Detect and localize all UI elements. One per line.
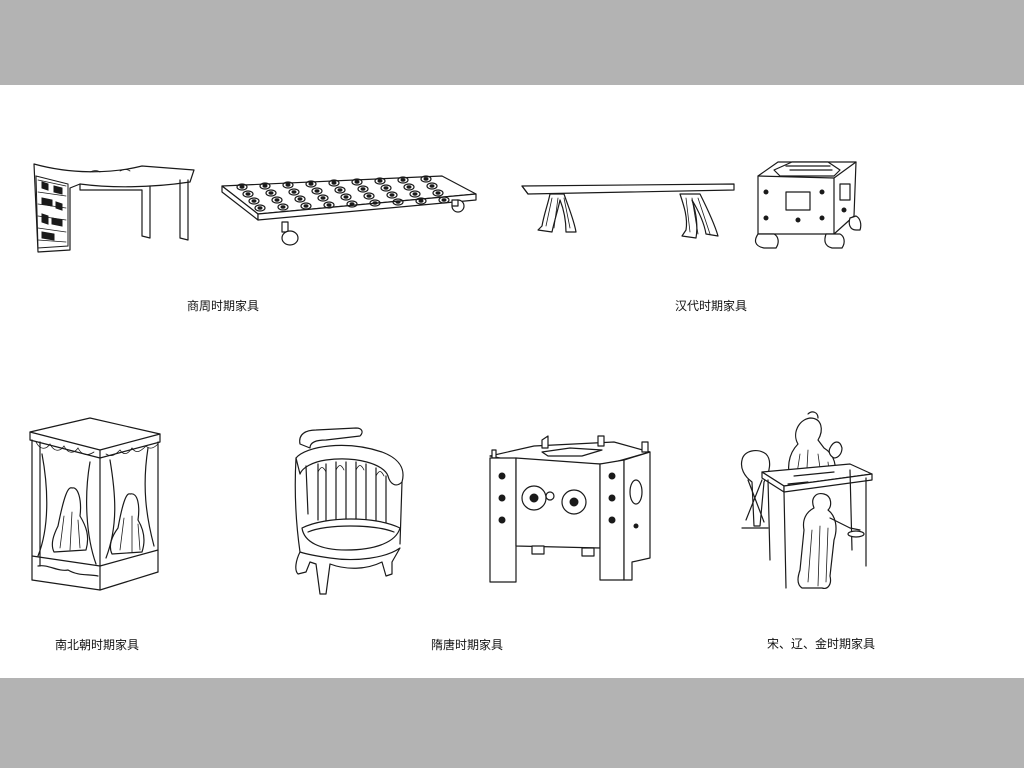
square-stand-illustration <box>750 156 864 252</box>
top-band <box>0 0 1024 85</box>
bronze-stool-illustration <box>30 158 196 254</box>
long-bench-illustration <box>520 180 736 248</box>
bottom-band <box>0 678 1024 768</box>
caption-sui-tang: 隋唐时期家具 <box>431 638 504 652</box>
mat-bed-illustration <box>220 170 478 250</box>
caption-shang-zhou: 商周时期家具 <box>187 299 260 313</box>
caption-southern-northern: 南北朝时期家具 <box>55 638 140 652</box>
curtained-canopy-bed-illustration <box>28 416 164 592</box>
caption-han: 汉代时期家具 <box>675 299 748 313</box>
desk-with-figures-illustration <box>738 410 878 592</box>
caption-song-liao-jin: 宋、辽、金时期家具 <box>767 637 876 651</box>
round-back-armchair-illustration <box>286 424 410 600</box>
square-stool-illustration <box>486 434 656 586</box>
